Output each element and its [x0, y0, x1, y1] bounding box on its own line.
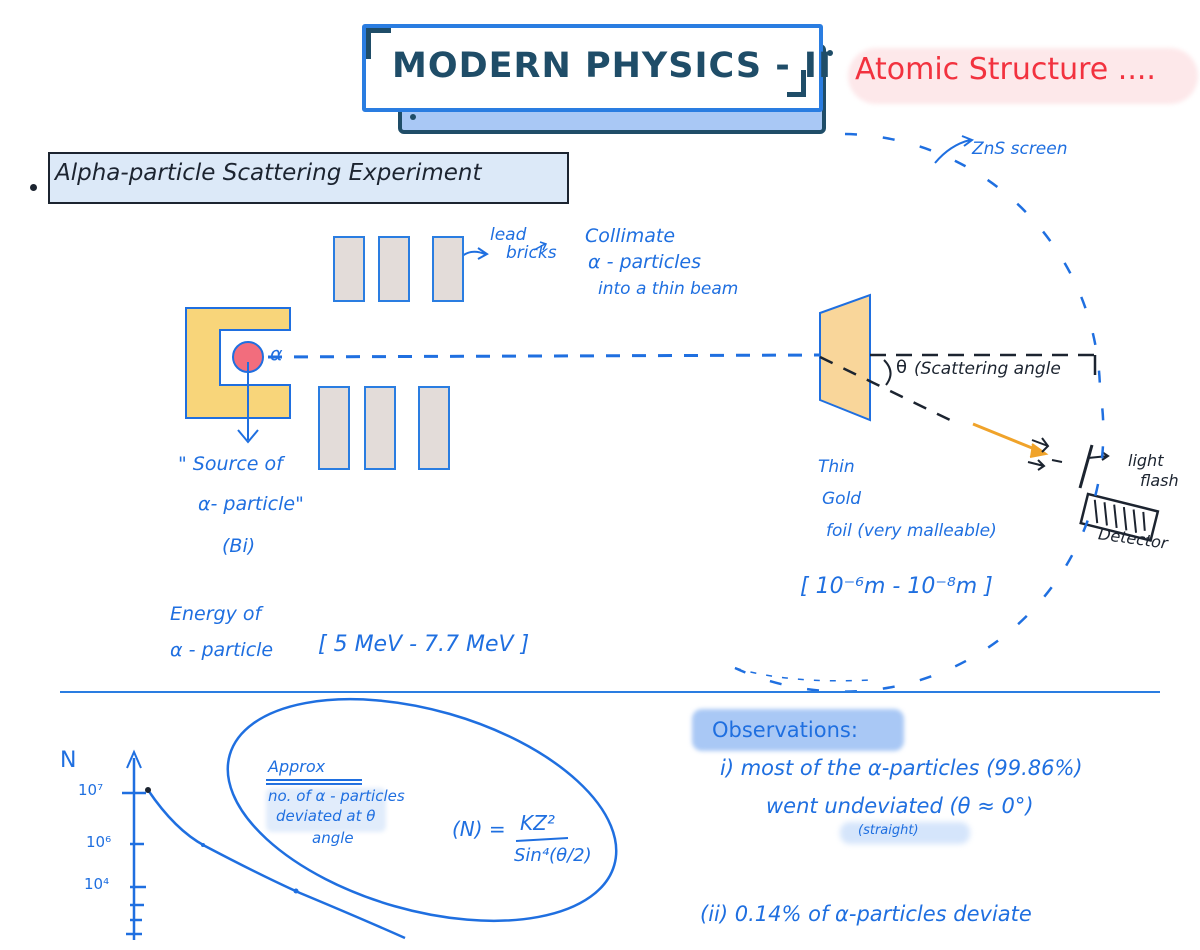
zns-screen-label: ZnS screen	[972, 139, 1068, 159]
observations-heading: Observations:	[712, 718, 858, 742]
lead-brick-icon	[418, 386, 450, 470]
collimate-label-3: into a thin beam	[598, 279, 739, 299]
page-subtitle: Atomic Structure ....	[855, 52, 1156, 87]
straight-highlight	[840, 822, 970, 844]
foil-thickness: [ 10⁻⁶m - 10⁻⁸m ]	[800, 574, 993, 599]
formula-denominator: Sin⁴(θ/2)	[514, 845, 592, 866]
lead-brick-icon	[318, 386, 350, 470]
alpha-label: α	[270, 343, 283, 365]
light-flash-label-2: flash	[1140, 471, 1179, 490]
collimate-label: Collimate	[585, 225, 676, 247]
observation-2: (ii) 0.14% of α-particles deviate	[700, 902, 1032, 926]
foil-label-2: Gold	[822, 489, 862, 509]
formula-text-2: deviated at θ	[276, 807, 376, 825]
section-header-box	[48, 152, 569, 204]
foil-label-3: foil (very malleable)	[826, 521, 997, 541]
section-title: Alpha-particle Scattering Experiment	[55, 160, 482, 186]
title-corner-icon	[787, 70, 806, 97]
foil-label-1: Thin	[818, 457, 855, 477]
light-flash-label-1: light	[1128, 451, 1164, 470]
formula-text-3: angle	[312, 829, 354, 847]
gold-foil-icon	[819, 293, 871, 422]
title-box	[362, 24, 823, 112]
formula-ellipse	[226, 697, 618, 923]
formula-heading: Approx	[268, 757, 326, 776]
title-corner-icon	[366, 28, 391, 59]
graph-y-label: N	[60, 748, 77, 773]
lead-brick-icon	[432, 236, 464, 302]
scattering-angle-label: (Scattering angle	[914, 359, 1061, 379]
theta-label: θ	[896, 357, 908, 378]
title-dot-icon	[827, 50, 833, 56]
title-dot-icon	[410, 114, 416, 120]
formula-lhs: (N) =	[452, 817, 506, 841]
source-label-1: " Source of	[178, 453, 283, 475]
source-holder-icon	[185, 307, 291, 419]
graph-tick-label: 10⁶	[86, 833, 112, 851]
energy-label-2: α - particle	[170, 639, 274, 661]
graph-tick-label: 10⁷	[78, 781, 104, 799]
lead-brick-icon	[364, 386, 396, 470]
energy-range: [ 5 MeV - 7.7 MeV ]	[318, 632, 530, 657]
page-title: MODERN PHYSICS - II	[392, 46, 832, 86]
subtitle-highlight	[848, 48, 1198, 104]
formula-highlight	[266, 788, 386, 832]
observation-1-line-1: i) most of the α-particles (99.86%)	[720, 756, 1083, 780]
formula-text-1: no. of α - particles	[268, 787, 405, 805]
graph-tick-label: 10⁴	[84, 875, 110, 893]
lead-brick-icon	[378, 236, 410, 302]
lead-label: lead	[490, 225, 527, 245]
source-label-2: α- particle"	[198, 493, 304, 515]
energy-label-1: Energy of	[170, 603, 262, 625]
observations-highlight	[692, 709, 904, 751]
scattering-curve	[146, 789, 406, 940]
zns-screen-arc	[734, 132, 1105, 693]
observation-1-line-2: went undeviated (θ ≈ 0°)	[766, 794, 1034, 818]
lead-brick-icon	[333, 236, 365, 302]
detector-icon	[1079, 492, 1160, 543]
source-label-3: (Bi)	[222, 535, 256, 557]
alpha-beam	[267, 353, 821, 359]
bullet-icon	[30, 184, 37, 191]
collimate-label-2: α - particles	[588, 251, 702, 273]
bricks-label: bricks	[506, 243, 557, 263]
formula-numerator: KZ²	[520, 811, 555, 835]
observation-1-note: (straight)	[858, 823, 919, 838]
section-divider	[60, 691, 1160, 693]
